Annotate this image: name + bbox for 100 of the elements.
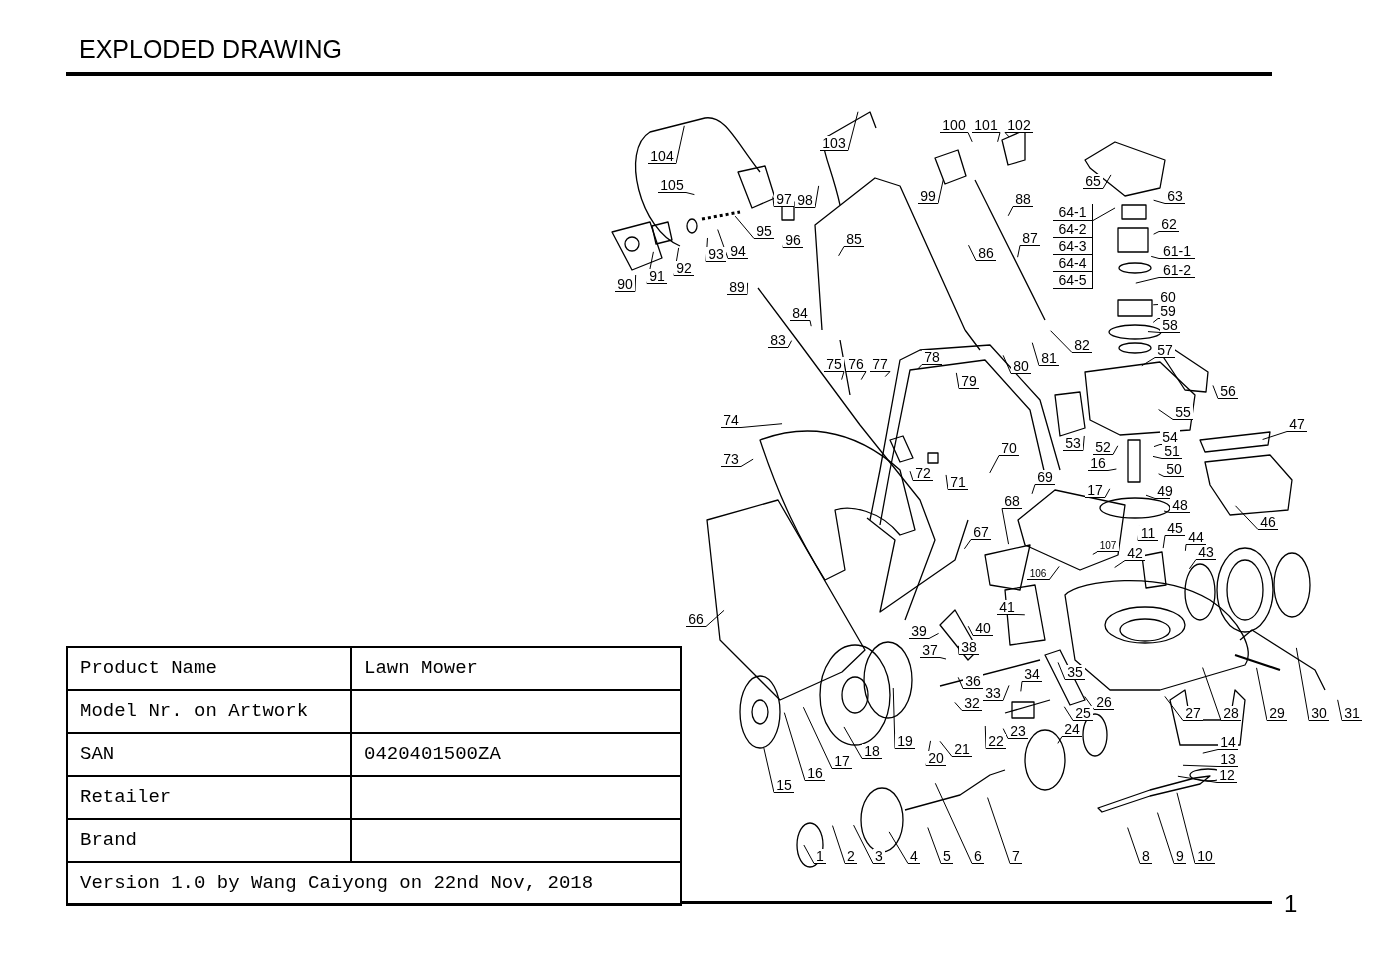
leader-line	[1057, 736, 1063, 744]
leader-line	[892, 687, 896, 749]
callout-number: 91	[647, 268, 667, 284]
leader-line	[1063, 706, 1074, 721]
callout-number: 41	[997, 599, 1017, 615]
leader-line	[1007, 206, 1014, 217]
leader-line	[746, 282, 749, 295]
leader-line	[987, 797, 1011, 864]
leader-line	[967, 625, 974, 636]
callout-number: 74	[721, 412, 741, 428]
callout-number: 66	[686, 611, 706, 627]
leader-line	[1020, 681, 1023, 692]
callout-number: 80	[1011, 358, 1031, 374]
callout-number: 87	[1020, 230, 1040, 246]
callout-number: 96	[783, 232, 803, 248]
spec-label: Model Nr. on Artwork	[80, 699, 309, 725]
callout-number: 28	[1221, 705, 1241, 721]
leader-line	[1262, 431, 1288, 440]
leader-line	[957, 676, 964, 689]
callout-number: 16	[1088, 455, 1108, 471]
leader-line	[673, 247, 680, 276]
spec-value: 0420401500ZA	[364, 742, 501, 768]
callout-number: 38	[959, 639, 979, 655]
leader-line	[1182, 764, 1219, 767]
leader-line	[1162, 535, 1166, 549]
leader-line	[705, 237, 708, 262]
leader-line	[809, 320, 812, 327]
leader-line	[1031, 484, 1036, 495]
leader-line	[1153, 199, 1166, 204]
leader-line	[1153, 444, 1161, 448]
leader-line	[1102, 174, 1112, 189]
leader-line	[814, 185, 820, 208]
callout-number: 71	[948, 474, 968, 490]
leader-line	[1158, 473, 1165, 477]
leader-line	[1212, 384, 1219, 399]
leader-line	[1188, 559, 1197, 570]
callout-number: 85	[844, 231, 864, 247]
callout-number: 92	[674, 260, 694, 276]
leader-line	[939, 740, 953, 757]
callout-number: 26	[1094, 694, 1114, 710]
callout-number: 7	[1010, 848, 1022, 864]
callout-number: 62	[1159, 216, 1179, 232]
callout-number: 69	[1035, 469, 1055, 485]
callout-number: 77	[870, 356, 890, 372]
leader-line	[1150, 255, 1160, 259]
leader-line	[1152, 455, 1163, 459]
callout-number: 17	[1085, 482, 1105, 498]
callout-number: 78	[922, 349, 942, 365]
leader-line	[1164, 695, 1184, 721]
spec-label: Brand	[80, 828, 137, 854]
callout-number: 36	[963, 673, 983, 689]
leader-line	[1141, 357, 1156, 367]
callout-number: 17	[832, 753, 852, 769]
callout-number: 64-1	[1053, 203, 1093, 221]
leader-line	[884, 371, 891, 378]
leader-line	[968, 244, 977, 261]
leader-line	[1163, 510, 1171, 513]
callout-number: 106	[1027, 568, 1049, 580]
leader-line	[838, 246, 845, 257]
leader-line	[705, 609, 725, 627]
callout-number: 3	[873, 848, 885, 864]
callout-number: 25	[1073, 705, 1093, 721]
callout-number: 23	[1008, 723, 1028, 739]
callout-number: 53	[1063, 435, 1083, 451]
callout-number: 79	[959, 373, 979, 389]
callout-number: 82	[1072, 337, 1092, 353]
leader-line	[967, 132, 973, 143]
leader-line	[989, 455, 1000, 474]
leader-line	[1147, 331, 1161, 333]
leader-line	[1050, 330, 1073, 353]
leader-line	[1017, 245, 1021, 258]
leader-line	[763, 747, 775, 793]
callout-number: 13	[1218, 751, 1238, 767]
leader-line	[832, 825, 846, 864]
callout-number: 107	[1097, 540, 1119, 552]
spec-label: SAN	[80, 742, 115, 768]
leader-line	[1202, 749, 1219, 754]
spec-label: Product Name	[80, 656, 217, 682]
callout-number: 99	[918, 188, 938, 204]
callout-number: 105	[658, 177, 686, 193]
callout-number: 55	[1173, 404, 1193, 420]
leader-line	[1082, 435, 1085, 451]
leader-line	[1337, 699, 1343, 721]
callout-number: 14	[1218, 734, 1238, 750]
callout-number: 2	[845, 848, 857, 864]
callout-number: 21	[952, 741, 972, 757]
callout-number: 15	[774, 777, 794, 793]
callout-number: 37	[920, 642, 940, 658]
callout-number: 8	[1140, 848, 1152, 864]
leader-line	[997, 132, 1001, 143]
callout-number: 57	[1155, 342, 1175, 358]
leader-line	[1114, 560, 1126, 568]
leader-line	[1057, 661, 1066, 680]
callout-number: 48	[1170, 497, 1190, 513]
leader-line	[847, 111, 859, 151]
callout-number: 32	[962, 695, 982, 711]
callout-number: 100	[940, 117, 968, 133]
leader-line	[1176, 792, 1196, 864]
leader-line	[802, 706, 833, 769]
callout-number: 39	[909, 623, 929, 639]
